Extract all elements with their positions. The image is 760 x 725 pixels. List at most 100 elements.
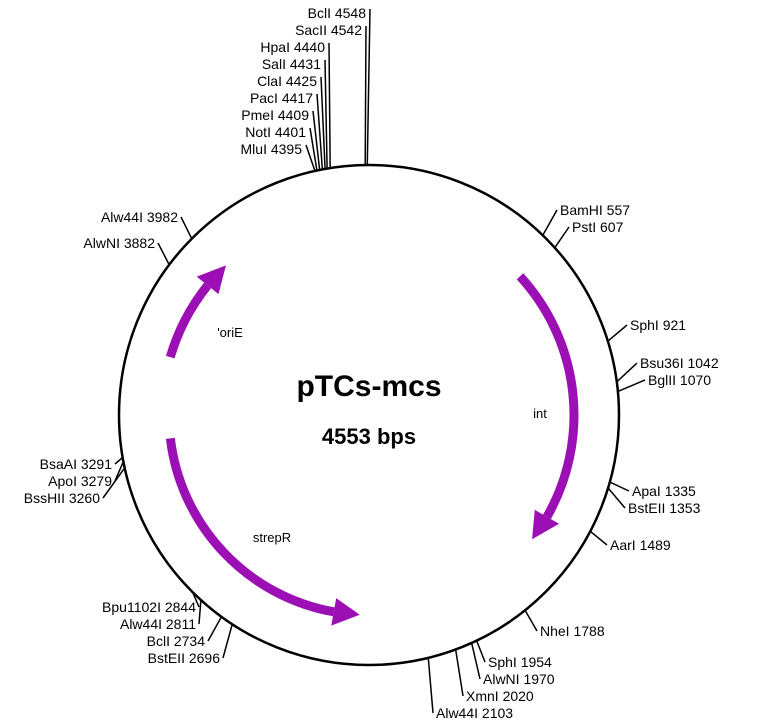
feature-label: strepR (253, 530, 291, 545)
feature-arrow-head (331, 598, 360, 626)
site-label: BclI 4548 (308, 5, 367, 21)
plasmid-name: pTCs-mcs (296, 370, 441, 403)
site-tick (157, 242, 170, 266)
site-label: BglII 1070 (648, 372, 711, 388)
restriction-site[interactable]: Bsu36I 1042 (616, 355, 719, 383)
site-label: PacI 4417 (250, 90, 313, 106)
site-tick (191, 591, 200, 608)
site-label: Bpu1102I 2844 (102, 599, 196, 615)
restriction-site[interactable]: BstEII 2696 (148, 624, 233, 666)
site-label: BsaAI 3291 (40, 456, 113, 472)
site-label: AarI 1489 (610, 537, 671, 553)
site-tick (554, 226, 570, 249)
site-tick (470, 642, 481, 680)
restriction-site[interactable]: AlwNI 1970 (470, 642, 555, 687)
site-label: BssHII 3260 (24, 490, 100, 506)
site-label: ApoI 3279 (48, 473, 112, 489)
restriction-site[interactable]: Alw44I 2811 (120, 599, 202, 632)
site-tick (316, 93, 324, 170)
site-label: Bsu36I 1042 (640, 355, 719, 371)
feature-label: int (533, 406, 547, 421)
site-tick (475, 640, 486, 663)
site-tick (114, 456, 124, 465)
site-label: SalI 4431 (262, 56, 321, 72)
site-tick (607, 487, 626, 509)
site-label: NotI 4401 (245, 124, 306, 140)
site-tick (454, 649, 464, 697)
restriction-site[interactable]: ApoI 3279 (48, 461, 125, 489)
restriction-site[interactable]: SphI 1954 (475, 640, 552, 670)
site-label: HpaI 4440 (260, 39, 325, 55)
site-label: BstEII 1353 (628, 500, 701, 516)
restriction-site[interactable]: SacII 4542 (295, 22, 367, 166)
site-label: SacII 4542 (295, 22, 362, 38)
feature-arrow-head (196, 265, 226, 295)
site-label: SphI 1954 (488, 654, 552, 670)
restriction-site[interactable]: AlwNI 3882 (83, 235, 170, 266)
site-tick (524, 609, 538, 632)
restriction-site[interactable]: SphI 921 (607, 317, 686, 342)
site-label: PstI 607 (572, 219, 624, 235)
site-tick (617, 379, 646, 393)
restriction-site[interactable]: BsaAI 3291 (40, 456, 124, 472)
feature-arrow-body (165, 282, 212, 359)
site-label: ClaI 4425 (257, 73, 317, 89)
site-tick (305, 144, 316, 172)
site-label: Alw44I 3982 (101, 209, 178, 225)
restriction-site[interactable]: Alw44I 2103 (427, 657, 513, 721)
site-label: BclI 2734 (147, 633, 206, 649)
restriction-site[interactable]: PmeI 4409 (241, 107, 321, 171)
site-label: SphI 921 (630, 317, 686, 333)
site-tick (589, 530, 608, 546)
site-label: Alw44I 2103 (436, 705, 513, 721)
site-tick (312, 110, 321, 171)
site-label: ApaI 1335 (632, 483, 696, 499)
restriction-site[interactable]: PacI 4417 (250, 90, 324, 170)
restriction-site[interactable]: MluI 4395 (241, 141, 316, 172)
feature-label: 'oriE (217, 325, 243, 340)
restriction-site[interactable]: PstI 607 (554, 219, 624, 249)
site-label: NheI 1788 (540, 623, 605, 639)
restriction-site[interactable]: SalI 4431 (262, 56, 328, 169)
site-tick (609, 481, 630, 492)
site-tick (364, 25, 367, 166)
site-label: AlwNI 1970 (483, 671, 555, 687)
feature-arrow-body (516, 273, 579, 520)
restriction-site[interactable]: BstEII 1353 (607, 487, 701, 516)
restriction-site[interactable]: BssHII 3260 (24, 467, 126, 506)
restriction-site[interactable]: Bpu1102I 2844 (102, 591, 200, 615)
feature-arrow-body (165, 437, 335, 617)
site-tick (320, 76, 326, 169)
site-tick (607, 324, 628, 342)
site-tick (324, 59, 328, 169)
restriction-site[interactable]: BglII 1070 (617, 372, 711, 393)
restriction-site[interactable]: AarI 1489 (589, 530, 671, 553)
site-tick (328, 42, 331, 169)
site-tick (207, 616, 223, 642)
restriction-site[interactable]: BamHI 557 (542, 202, 630, 236)
restriction-site[interactable]: ApaI 1335 (609, 481, 696, 499)
restriction-site[interactable]: BclI 4548 (308, 5, 371, 166)
plasmid-size: 4553 bps (322, 424, 416, 449)
site-label: AlwNI 3882 (83, 235, 155, 251)
site-tick (180, 216, 193, 240)
site-tick (366, 8, 371, 166)
site-tick (309, 127, 318, 171)
restriction-site[interactable]: NheI 1788 (524, 609, 605, 639)
site-tick (616, 362, 638, 383)
plasmid-backbone (117, 163, 621, 667)
restriction-site[interactable]: ClaI 4425 (257, 73, 326, 169)
restriction-site[interactable]: Alw44I 3982 (101, 209, 193, 240)
site-label: Alw44I 2811 (120, 616, 196, 632)
restriction-site[interactable]: NotI 4401 (245, 124, 318, 171)
site-label: MluI 4395 (241, 141, 303, 157)
site-label: XmnI 2020 (466, 688, 534, 704)
restriction-site[interactable]: BclI 2734 (147, 616, 223, 649)
restriction-site[interactable]: XmnI 2020 (454, 649, 534, 704)
site-tick (198, 599, 202, 625)
feature-arrow-head (532, 509, 560, 540)
site-tick (427, 657, 434, 714)
restriction-site[interactable]: HpaI 4440 (260, 39, 331, 169)
